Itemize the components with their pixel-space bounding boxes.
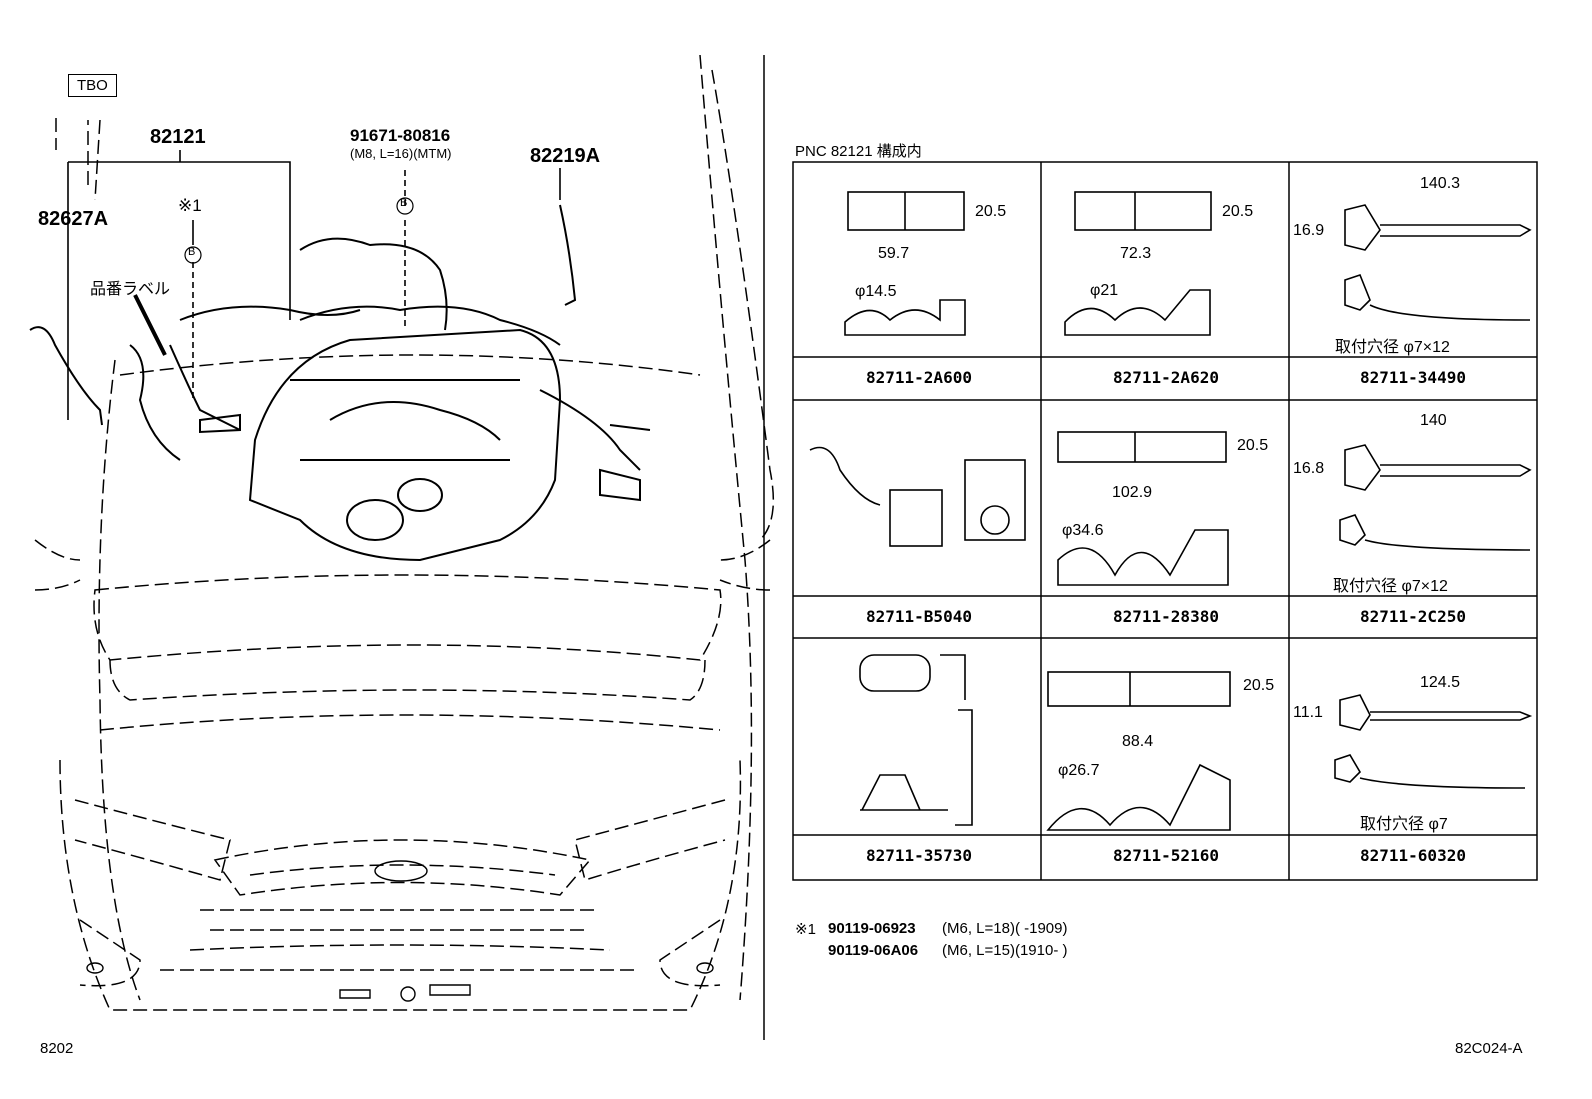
part-number: 82711-35730 [866,846,972,865]
dim-label: 16.9 [1293,222,1325,239]
dim-label: 20.5 [975,203,1007,220]
part-number: 82711-28380 [1113,607,1219,626]
callout-harness-main: 82121 [150,126,206,148]
dim-label: 20.5 [1243,677,1275,694]
dim-label: φ14.5 [855,283,897,300]
callout-note-mark: ※1 [178,196,202,215]
ref-b-marker [396,197,414,215]
dim-label: 140.3 [1420,175,1461,192]
note-part: 90119-06923 [828,920,916,937]
callout-sensor-part: 82219A [530,145,601,167]
footer-left-code: 8202 [40,1040,74,1057]
footer-right-code: 82C024-A [1455,1040,1523,1057]
part-number: 82711-52160 [1113,846,1219,865]
part-number: 82711-34490 [1360,368,1466,387]
dim-label: 20.5 [1222,203,1254,220]
dim-label: 16.8 [1293,460,1325,477]
part-number: 82711-2C250 [1360,607,1466,626]
dim-label: 88.4 [1122,733,1154,750]
note-spec: (M6, L=18)( -1909) [942,920,1068,937]
dim-label: φ21 [1090,282,1119,299]
dim-label: 59.7 [878,245,910,262]
dim-label: 72.3 [1120,245,1152,262]
ref-b-label: B [400,197,408,209]
dim-label: 取付穴径 φ7×12 [1333,578,1448,595]
tbo-label: TBO [68,74,117,97]
part-number: 82711-60320 [1360,846,1466,865]
car-body-outline [34,54,775,1011]
callout-label-text: 品番ラベル [90,281,171,298]
dim-label: 124.5 [1420,674,1461,691]
callout-bracket-82121 [68,161,291,320]
ref-b-label: B [188,246,196,258]
ref-b-marker [184,246,202,264]
table-title: PNC 82121 構成内 [795,143,922,160]
part-number: 82711-2A620 [1113,368,1219,387]
dim-label: φ34.6 [1062,522,1104,539]
dim-label: 取付穴径 φ7×12 [1335,339,1450,356]
part-number: 82711-2A600 [866,368,972,387]
callout-bolt-part: 91671-80816 [350,126,451,145]
callout-left-part: 82627A [38,208,109,230]
dim-label: 140 [1420,412,1447,429]
engine-harness [29,204,651,562]
dim-label: 20.5 [1237,437,1269,454]
dim-label: 102.9 [1112,484,1153,501]
part-number: 82711-B5040 [866,607,972,626]
dim-label: 11.1 [1293,704,1323,721]
note-part: 90119-06A06 [828,942,919,959]
note-mark: ※1 [795,921,816,938]
dim-label: 取付穴径 φ7 [1360,816,1448,833]
note-spec: (M6, L=15)(1910- ) [942,942,1068,959]
callout-bolt-spec: (M8, L=16)(MTM) [350,146,452,161]
dim-label: φ26.7 [1058,762,1100,779]
emblem [374,860,428,882]
